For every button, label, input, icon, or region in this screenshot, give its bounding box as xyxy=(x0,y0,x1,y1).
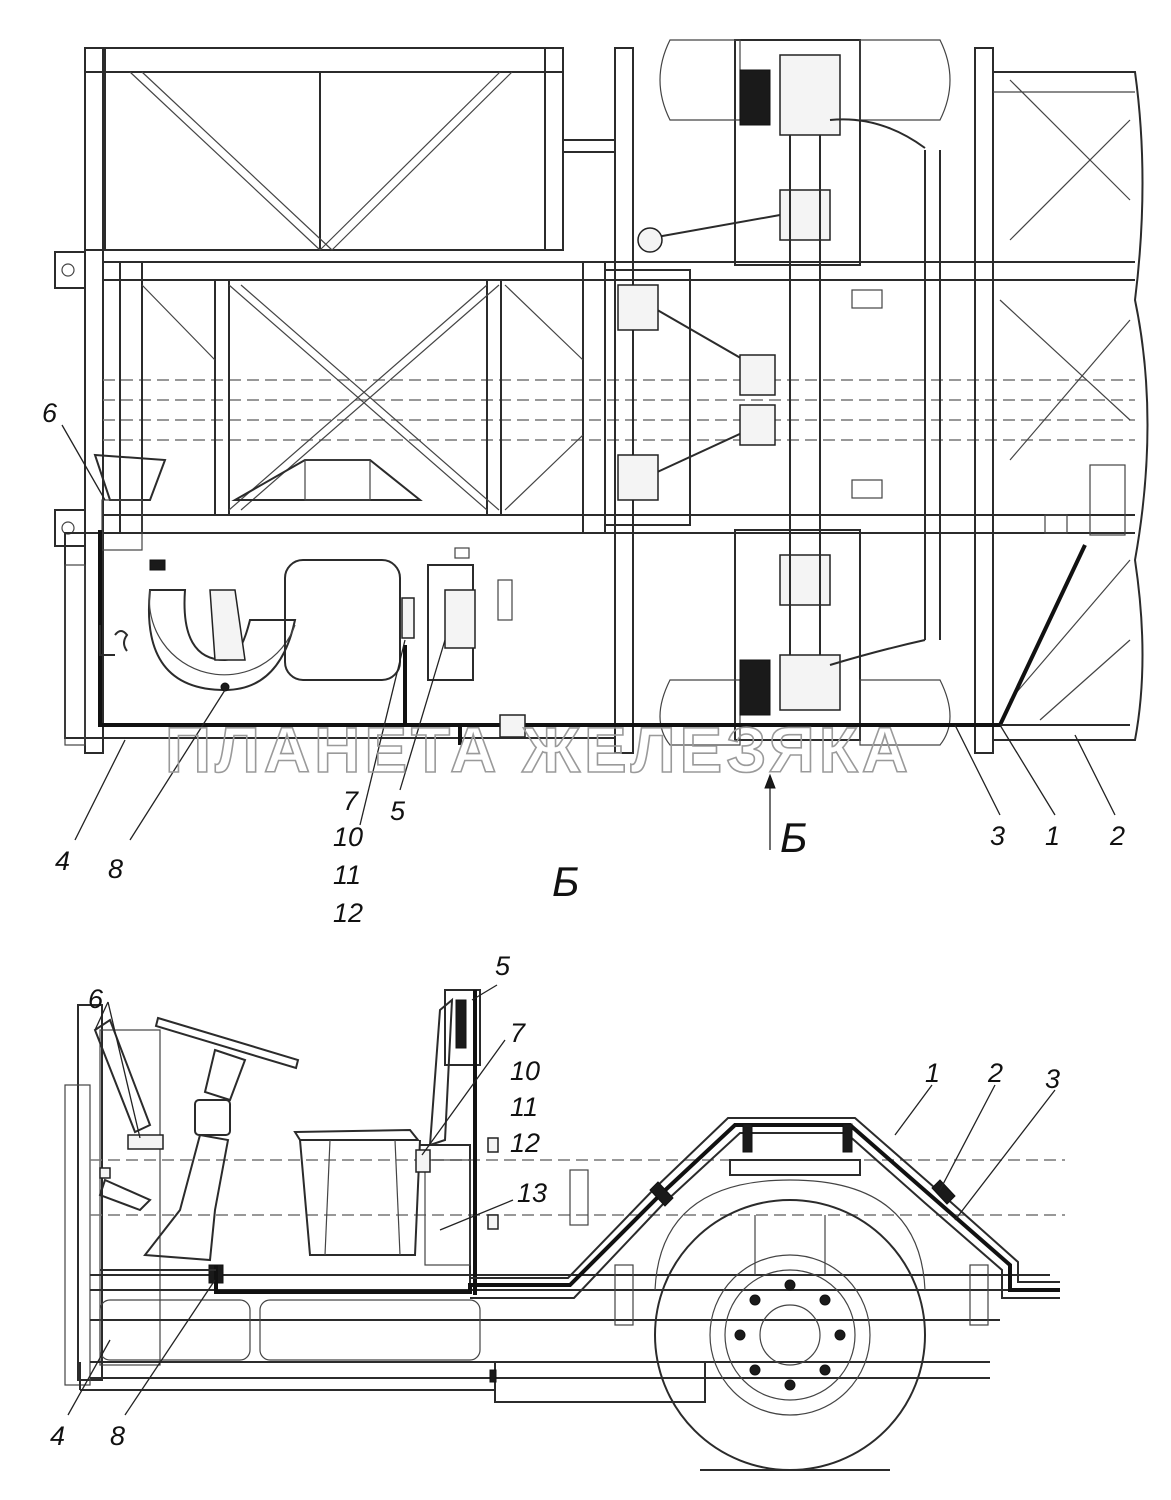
side-view-callouts: 6 5 7 10 11 12 1 2 3 13 4 8 xyxy=(50,951,1060,1451)
callout-6-side: 6 xyxy=(88,984,104,1014)
callout-10-side: 10 xyxy=(510,1056,540,1086)
callout-11-side: 11 xyxy=(510,1092,538,1122)
callout-3-top: 3 xyxy=(990,821,1005,851)
top-view-callouts: 6 4 8 7 10 11 12 5 3 1 2 Б Б xyxy=(42,398,1125,928)
callout-4-top: 4 xyxy=(55,846,70,876)
callout-5-side: 5 xyxy=(495,951,511,981)
callout-10-top: 10 xyxy=(333,822,363,852)
callout-11-top: 11 xyxy=(333,860,361,890)
side-view xyxy=(64,984,1065,1471)
callout-7-side: 7 xyxy=(510,1018,526,1048)
callout-8-top: 8 xyxy=(108,854,123,884)
view-arrow-label: Б xyxy=(780,814,807,861)
callout-2-top: 2 xyxy=(1109,821,1125,851)
callout-13-side: 13 xyxy=(517,1178,547,1208)
callout-1-side: 1 xyxy=(925,1058,940,1088)
top-view xyxy=(54,39,1149,850)
watermark: ПЛАНЕТА ЖЕЛЕЗЯКА xyxy=(165,714,912,786)
callout-6-top: 6 xyxy=(42,398,58,428)
callout-12-side: 12 xyxy=(510,1128,540,1158)
callout-7-top: 7 xyxy=(343,786,359,816)
callout-5-top: 5 xyxy=(390,796,406,826)
callout-1-top: 1 xyxy=(1045,821,1060,851)
callout-4-side: 4 xyxy=(50,1421,65,1451)
callout-3-side: 3 xyxy=(1045,1064,1060,1094)
callout-12-top: 12 xyxy=(333,898,363,928)
callout-2-side: 2 xyxy=(987,1058,1003,1088)
callout-8-side: 8 xyxy=(110,1421,125,1451)
section-view-title: Б xyxy=(552,858,579,905)
